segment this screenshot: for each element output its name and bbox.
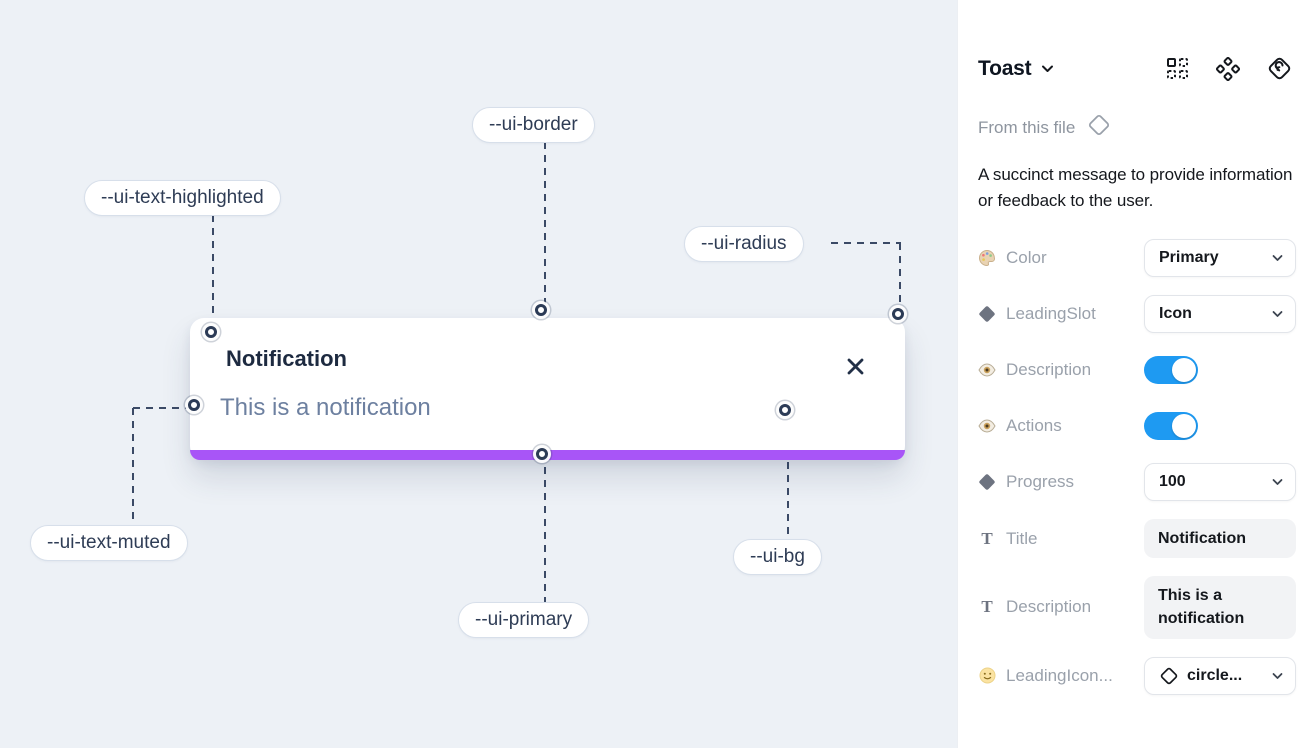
css-var-label-text-highlighted: --ui-text-highlighted <box>84 180 281 216</box>
connector-radius-h <box>831 242 901 244</box>
prop-row-progress: Progress 100 <box>978 463 1296 501</box>
prop-label-text: LeadingSlot <box>1006 304 1096 323</box>
toast-description: This is a notification <box>220 394 431 421</box>
css-var-label-border: --ui-border <box>472 107 595 143</box>
variants-icon[interactable] <box>1216 56 1240 81</box>
connector-primary <box>544 467 546 602</box>
css-var-label-bg: --ui-bg <box>733 539 822 575</box>
palette-icon <box>978 249 996 267</box>
connector-text-muted-h <box>133 407 188 409</box>
marker-text-highlighted <box>205 326 217 338</box>
progress-select[interactable]: 100 <box>1144 463 1296 501</box>
prop-row-description-field: T Description This is a notification <box>978 576 1296 639</box>
chevron-down-icon <box>1272 310 1283 318</box>
css-var-label-text-muted: --ui-text-muted <box>30 525 188 561</box>
prop-label-text: Title <box>1006 528 1038 548</box>
marker-border <box>535 304 547 316</box>
chevron-down-icon[interactable] <box>1041 64 1054 73</box>
properties-list: Color Primary LeadingSlot Icon <box>978 239 1296 695</box>
properties-panel: Toast <box>957 0 1312 748</box>
select-value: circle... <box>1187 666 1243 684</box>
leadingicon-select[interactable]: circle... <box>1144 656 1296 695</box>
color-select[interactable]: Primary <box>1144 239 1296 277</box>
chevron-down-icon <box>1272 478 1283 486</box>
text-type-icon: T <box>981 597 993 617</box>
diamond-icon <box>978 305 996 323</box>
prop-row-description-toggle: Description <box>978 351 1296 389</box>
connector-border <box>544 142 546 304</box>
css-var-label-primary: --ui-primary <box>458 602 590 638</box>
toast-title: Notification <box>226 346 347 371</box>
marker-primary <box>536 448 548 460</box>
close-icon[interactable] <box>843 354 867 378</box>
smiley-icon <box>978 667 996 684</box>
eye-icon <box>978 419 996 433</box>
prop-label-text: Progress <box>1006 472 1075 491</box>
prop-label-text: LeadingIcon... <box>1006 665 1113 685</box>
connector-radius-v <box>899 243 901 307</box>
description-field[interactable]: This is a notification <box>1144 576 1296 639</box>
description-toggle[interactable] <box>1144 356 1198 384</box>
source-row: From this file <box>978 113 1296 142</box>
marker-bg <box>779 404 791 416</box>
panel-toolbar <box>1166 56 1296 81</box>
select-value: 100 <box>1159 473 1186 490</box>
toast-component: Notification This is a notification <box>190 318 905 460</box>
prop-row-leadingicon: LeadingIcon... circle... <box>978 656 1296 695</box>
marker-text-muted <box>188 399 200 411</box>
component-description: A succinct message to provide informatio… <box>978 165 1293 210</box>
marker-radius <box>892 308 904 320</box>
prop-label-text: Description <box>1006 360 1092 379</box>
prop-label-text: Color <box>1006 248 1047 267</box>
file-diamond-icon <box>1087 113 1111 142</box>
connector-bg <box>787 423 789 539</box>
chevron-down-icon <box>1272 672 1283 680</box>
prop-row-actions-toggle: Actions <box>978 407 1296 445</box>
panel-header: Toast <box>978 56 1296 81</box>
connector-text-muted-v <box>132 408 134 525</box>
component-canvas: Notification This is a notification --ui… <box>0 0 957 748</box>
leadingslot-select[interactable]: Icon <box>1144 295 1296 333</box>
eye-icon <box>978 363 996 377</box>
story-swap-icon[interactable] <box>1267 56 1292 81</box>
component-name: Toast <box>978 56 1032 80</box>
prop-label-text: Actions <box>1006 416 1062 435</box>
select-value: Primary <box>1159 249 1219 266</box>
select-value: Icon <box>1159 305 1192 322</box>
component-grid-icon[interactable] <box>1166 57 1189 80</box>
actions-toggle[interactable] <box>1144 412 1198 440</box>
prop-row-title: T Title Notification <box>978 519 1296 559</box>
chevron-down-icon <box>1272 254 1283 262</box>
css-var-label-radius: --ui-radius <box>684 226 804 262</box>
connector-text-highlighted <box>212 215 214 327</box>
prop-row-leadingslot: LeadingSlot Icon <box>978 295 1296 333</box>
title-field[interactable]: Notification <box>1144 519 1296 559</box>
text-type-icon: T <box>981 528 993 548</box>
prop-row-color: Color Primary <box>978 239 1296 277</box>
prop-label-text: Description <box>1006 597 1092 617</box>
icon-diamond-icon <box>1159 666 1179 686</box>
source-label: From this file <box>978 117 1076 137</box>
diamond-icon <box>978 473 996 491</box>
